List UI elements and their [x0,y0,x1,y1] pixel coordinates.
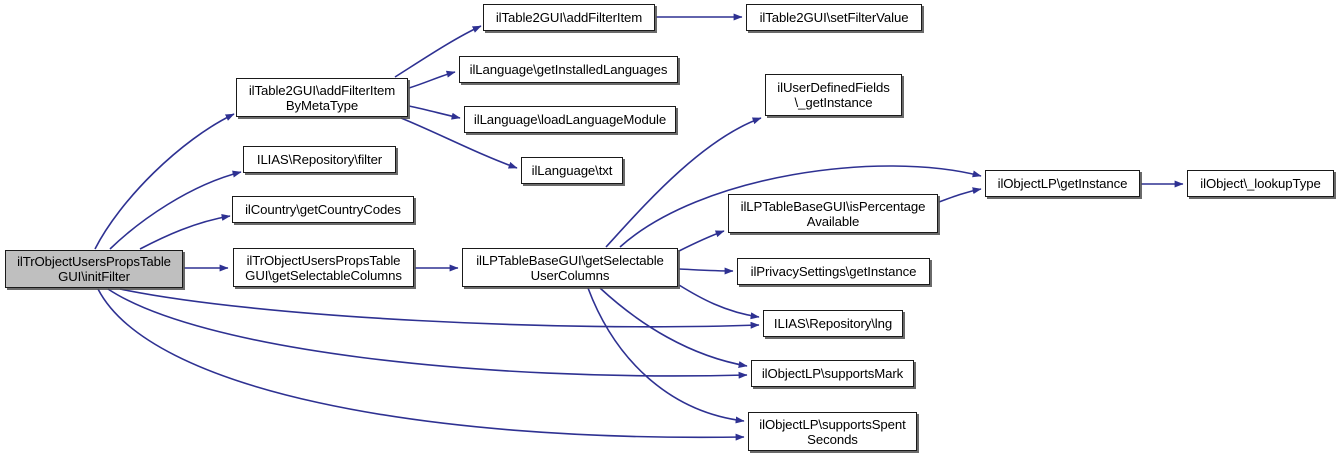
graph-node-repositoryLng[interactable]: ILIAS\Repository\lng [763,310,903,337]
graph-node-label: ilTable2GUI\addFilterItem ByMetaType [248,82,396,113]
graph-node-addFilterItemByMetaType[interactable]: ilTable2GUI\addFilterItem ByMetaType [236,78,408,117]
graph-node-label: ILIAS\Repository\filter [256,152,383,167]
graph-node-languageTxt[interactable]: ilLanguage\txt [521,157,623,184]
edge-isPercentageAvailable-objectLPGetInstance [938,187,982,203]
graph-node-label: ilObjectLP\getInstance [997,176,1128,191]
graph-node-supportsMark[interactable]: ilObjectLP\supportsMark [751,360,914,387]
graph-node-objectLPGetInstance[interactable]: ilObjectLP\getInstance [985,170,1140,197]
graph-node-getSelectableColumns[interactable]: ilTrObjectUsersPropsTable GUI\getSelecta… [233,248,414,287]
edge-getSelectableUserColumns-supportsSpentSeconds [587,287,745,424]
graph-node-label: ilUserDefinedFields \_getInstance [777,80,890,110]
edge-initFilter-getCountryCodes [139,213,231,250]
graph-node-label: ilTrObjectUsersPropsTable GUI\initFilter [17,254,171,284]
graph-node-privacySettings[interactable]: ilPrivacySettings\getInstance [737,258,930,285]
graph-node-getCountryCodes[interactable]: ilCountry\getCountryCodes [232,196,414,223]
graph-node-label: ilTrObjectUsersPropsTable GUI\getSelecta… [245,252,402,283]
graph-node-lookupType[interactable]: ilObject\_lookupType [1187,170,1334,197]
graph-node-label: ILIAS\Repository\lng [773,316,893,331]
graph-node-label: ilTable2GUI\setFilterValue [759,10,909,25]
edge-initFilter-supportsSpentSeconds [97,288,745,441]
edge-getSelectableUserColumns-repositoryLng [678,284,760,320]
edge-getSelectableUserColumns-isPercentageAvailable [678,230,725,252]
graph-node-loadLanguageModule[interactable]: ilLanguage\loadLanguageModule [464,106,676,133]
graph-node-label: ilTable2GUI\addFilterItem [495,10,643,25]
edge-initFilter-supportsMark [107,288,748,379]
edge-getSelectableUserColumns-privacySettings [678,267,734,275]
edge-addFilterItemByMetaType-getInstalledLanguages [408,70,456,89]
edge-addFilterItemByMetaType-loadLanguageModule [408,105,461,120]
graph-node-supportsSpentSeconds[interactable]: ilObjectLP\supportsSpent Seconds [748,412,917,451]
edge-initFilter-addFilterItemByMetaType [94,113,235,250]
graph-node-label: ilLPTableBaseGUI\getSelectable UserColum… [476,252,664,283]
graph-node-getInstalledLanguages[interactable]: ilLanguage\getInstalledLanguages [459,56,678,83]
graph-node-label: ilLanguage\loadLanguageModule [473,112,667,127]
graph-node-label: ilLPTableBaseGUI\isPercentage Available [740,198,926,229]
graph-node-label: ilPrivacySettings\getInstance [750,264,917,279]
graph-node-repositoryFilter[interactable]: ILIAS\Repository\filter [243,146,396,173]
edge-initFilter-repositoryFilter [109,170,242,250]
graph-node-initFilter[interactable]: ilTrObjectUsersPropsTable GUI\initFilter [5,250,183,288]
graph-node-isPercentageAvailable[interactable]: ilLPTableBaseGUI\isPercentage Available [728,194,938,233]
graph-node-label: ilCountry\getCountryCodes [245,202,401,217]
edge-initFilter-repositoryLng [119,288,760,329]
graph-node-label: ilLanguage\txt [531,163,613,178]
graph-node-label: ilLanguage\getInstalledLanguages [469,62,668,77]
edge-getSelectableUserColumns-supportsMark [599,287,748,368]
graph-node-getSelectableUserColumns[interactable]: ilLPTableBaseGUI\getSelectable UserColum… [462,248,678,287]
graph-node-label: ilObjectLP\supportsSpent Seconds [759,416,906,447]
graph-node-label: ilObjectLP\supportsMark [761,366,904,381]
graph-node-label: ilObject\_lookupType [1200,176,1321,191]
graph-node-addFilterItem[interactable]: ilTable2GUI\addFilterItem [483,4,655,31]
graph-node-userDefinedFields[interactable]: ilUserDefinedFields \_getInstance [765,74,902,116]
graph-node-setFilterValue[interactable]: ilTable2GUI\setFilterValue [746,4,922,31]
